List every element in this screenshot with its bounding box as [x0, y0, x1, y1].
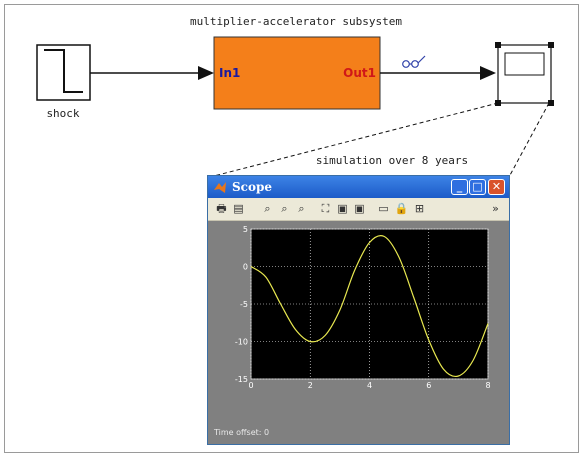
out1-port-label: Out1	[343, 66, 376, 80]
signal-selection-icon[interactable]: ⊞	[414, 202, 425, 215]
x-tick-label: 4	[367, 381, 372, 390]
floating-scope-icon[interactable]: ▭	[378, 202, 389, 215]
zoom-y-icon[interactable]: ⌕	[298, 202, 305, 215]
maximize-button[interactable]: □	[469, 179, 486, 195]
subsystem-label: multiplier-accelerator subsystem	[190, 15, 402, 28]
matlab-logo-icon	[214, 182, 226, 193]
scope-window[interactable]: Scope _ □ ✕ 🖶 ▤ ⌕ ⌕ ⌕ ⛶ ▣ ▣ ▭ 🔒 ⊞ » 0 2 4 6…	[207, 175, 510, 445]
print-icon[interactable]: 🖶	[216, 202, 227, 215]
callout-line-right	[508, 102, 550, 178]
shock-label: shock	[46, 107, 79, 120]
close-button[interactable]: ✕	[488, 179, 505, 195]
x-tick-label: 0	[248, 381, 253, 390]
restore-axes-icon[interactable]: ▣	[354, 202, 365, 215]
parameters-icon[interactable]: ▤	[233, 202, 244, 215]
y-tick-label: -10	[235, 338, 248, 347]
callout-line-left	[209, 102, 499, 178]
simulation-annotation: simulation over 8 years	[316, 154, 468, 167]
toolbar-overflow-icon[interactable]: »	[492, 202, 499, 215]
minimize-button[interactable]: _	[451, 179, 468, 195]
arrow-in-icon	[198, 66, 214, 80]
scope-title: Scope	[232, 180, 273, 194]
glasses-icon[interactable]	[402, 55, 426, 68]
zoom-icon[interactable]: ⌕	[264, 202, 271, 215]
shock-block[interactable]	[36, 44, 91, 101]
series-line	[250, 234, 489, 378]
scope-toolbar: 🖶 ▤ ⌕ ⌕ ⌕ ⛶ ▣ ▣ ▭ 🔒 ⊞ »	[208, 198, 509, 221]
zoom-x-icon[interactable]: ⌕	[281, 202, 288, 215]
y-tick-label: 0	[243, 263, 248, 272]
diagram-frame	[4, 4, 579, 453]
multiplier-accelerator-subsystem[interactable]	[213, 36, 381, 110]
y-tick-label: -15	[235, 375, 248, 384]
scope-title-bar[interactable]: Scope _ □ ✕	[208, 176, 509, 198]
y-tick-label: 5	[243, 225, 248, 234]
lock-icon[interactable]: 🔒	[394, 202, 409, 215]
scope-chart: 0 2 4 6 8 5 0 -5 -10 -15	[235, 225, 491, 390]
time-offset-status: Time offset: 0	[214, 428, 270, 437]
autoscale-icon[interactable]: ⛶	[321, 202, 330, 215]
scope-plot-area: 0 2 4 6 8 5 0 -5 -10 -15 Time offset: 0	[208, 221, 509, 444]
x-tick-label: 2	[308, 381, 313, 390]
x-tick-label: 8	[485, 381, 490, 390]
scope-block[interactable]	[495, 42, 554, 106]
y-tick-label: -5	[240, 300, 248, 309]
step-icon	[44, 49, 83, 93]
arrow-out-icon	[480, 66, 496, 80]
in1-port-label: In1	[219, 66, 240, 80]
x-tick-label: 6	[426, 381, 431, 390]
save-axes-icon[interactable]: ▣	[337, 202, 348, 215]
